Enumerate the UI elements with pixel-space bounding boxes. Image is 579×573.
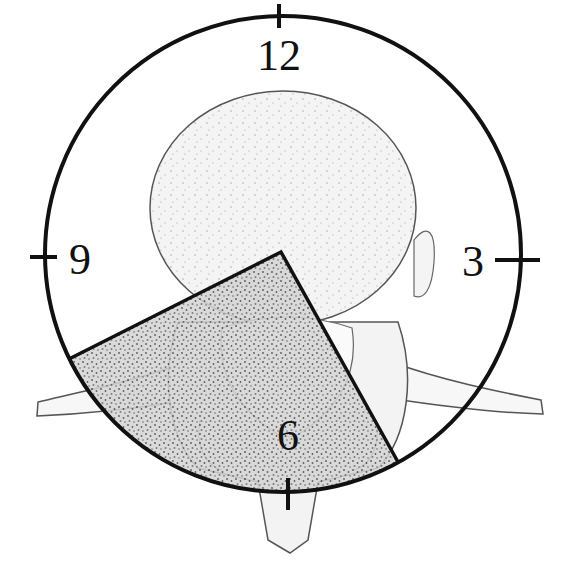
clock-tick: [30, 255, 57, 259]
shaded-sector: [69, 252, 398, 492]
clock-number: 9: [69, 238, 91, 282]
clock-tick: [495, 258, 540, 262]
clock-tick: [277, 4, 281, 28]
sector-outline: [69, 252, 398, 462]
osteophyte: [414, 231, 434, 297]
clock-number: 3: [462, 240, 484, 284]
clock-number: 6: [277, 414, 299, 458]
clock-circle: [45, 16, 521, 492]
clock-tick: [286, 478, 290, 510]
clock-number: 12: [257, 34, 301, 78]
